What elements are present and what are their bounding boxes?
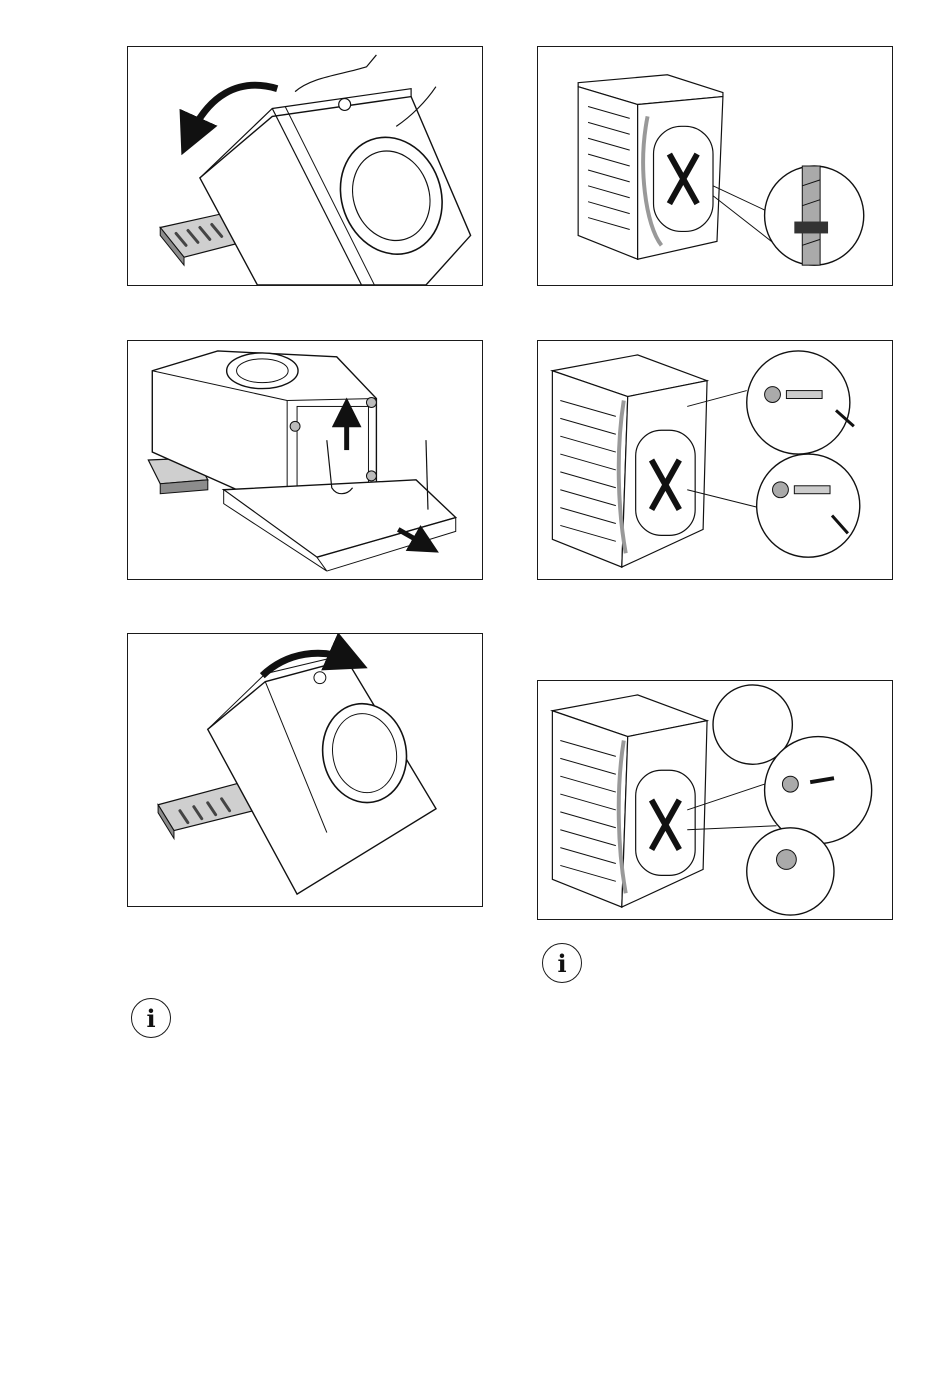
info-icon: i [131,998,171,1038]
washer-tilted-back-illustration [128,47,482,285]
washer-remove-base-illustration [128,341,482,579]
washer-upright-illustration [128,634,482,906]
info-icon: i [542,943,582,983]
rear-insert-caps-illustration [538,681,892,919]
rear-transit-bolts-illustration [538,341,892,579]
figure-rear-hose-clamp [537,46,893,286]
figure-rear-transit-bolts [537,340,893,580]
figure-tilt-back [127,46,483,286]
rear-hose-clamp-illustration [538,47,892,285]
figure-remove-base [127,340,483,580]
figure-tilt-upright [127,633,483,907]
figure-rear-insert-caps [537,680,893,920]
